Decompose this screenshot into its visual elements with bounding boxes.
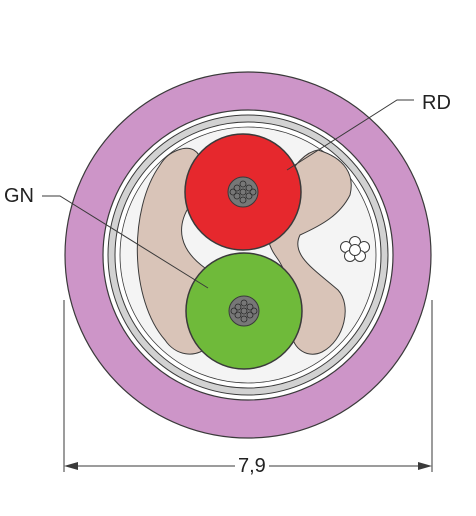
green-core-strands xyxy=(230,299,258,323)
leader-line-gn xyxy=(42,195,209,289)
red-core-conductor xyxy=(227,176,259,208)
dimension-arrow-left xyxy=(64,462,78,470)
red-core-strands xyxy=(229,180,257,204)
drain-wire xyxy=(340,236,370,262)
green-core-conductor xyxy=(228,295,260,327)
dimension-label-outer-diameter: 7,9 xyxy=(235,456,269,476)
leader-line-rd xyxy=(286,99,414,171)
dimension-arrow-right xyxy=(418,462,432,470)
label-gn: GN xyxy=(4,185,34,207)
label-rd: RD xyxy=(422,92,451,114)
